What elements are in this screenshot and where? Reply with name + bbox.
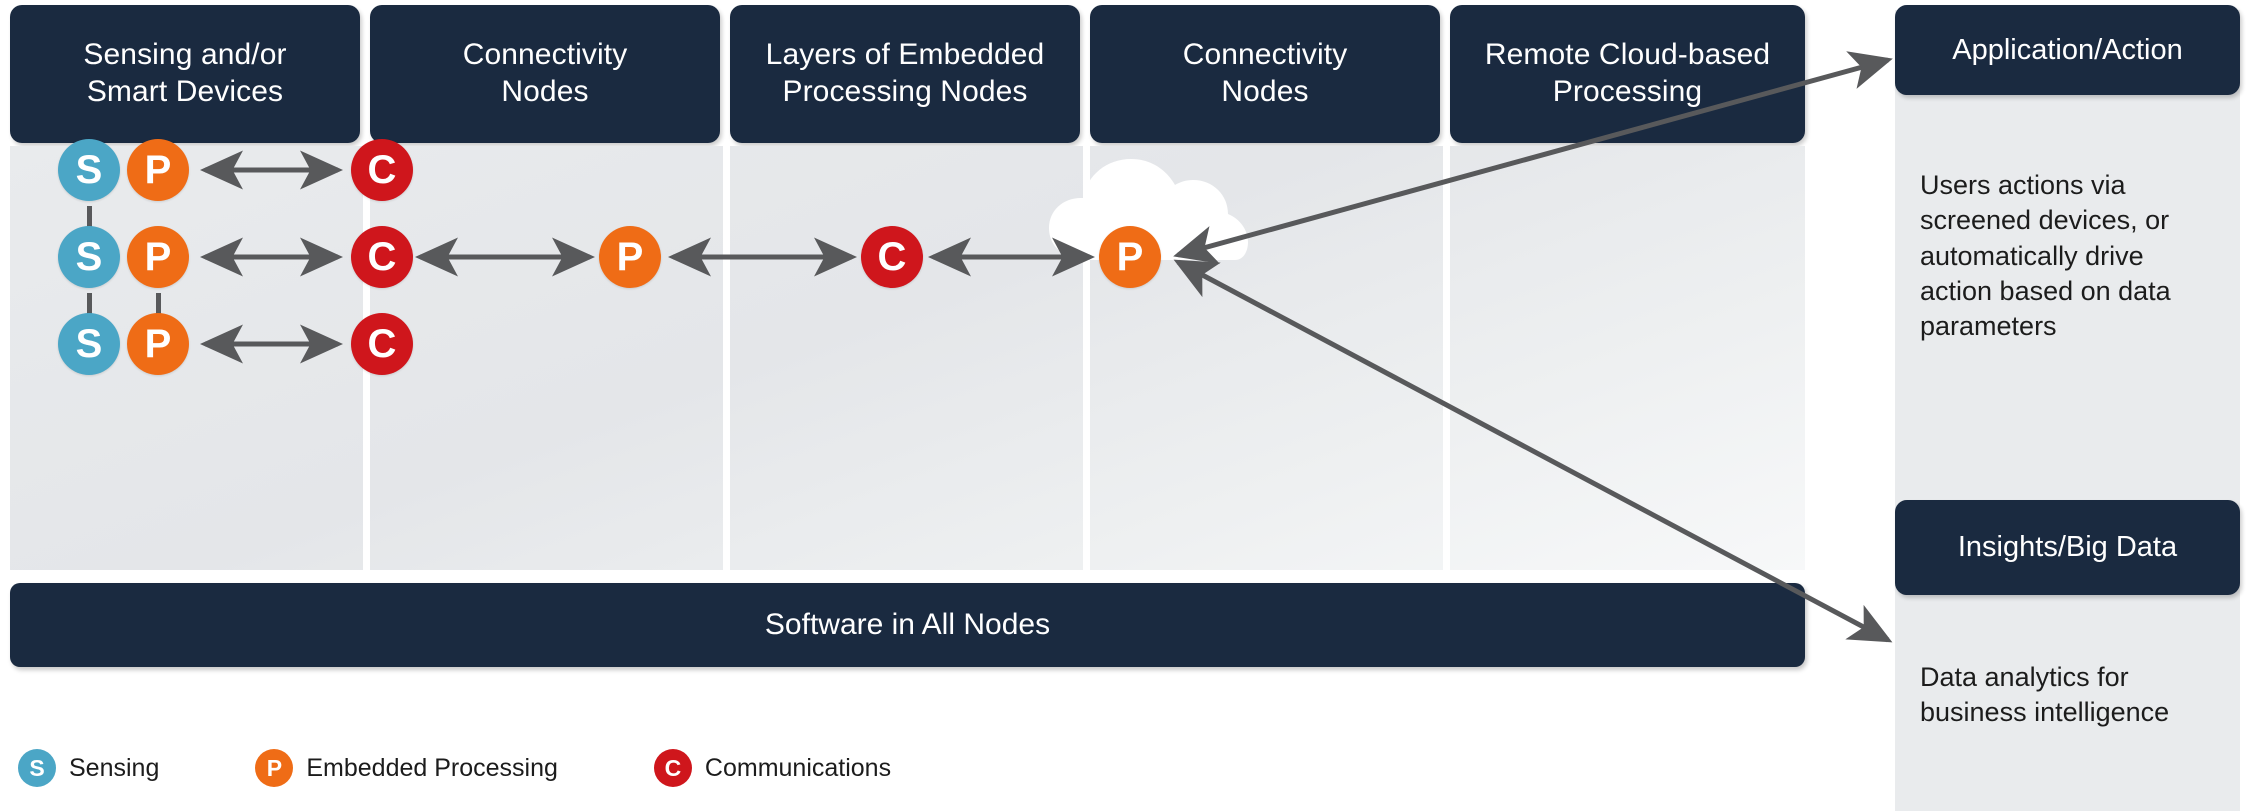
node-processing-3[interactable]: P [127,313,189,375]
column-header-connectivity-nodes-1: Connectivity Nodes [370,5,720,143]
column-header-embedded-processing-nodes: Layers of Embedded Processing Nodes [730,5,1080,143]
column-header-connectivity-nodes-2: Connectivity Nodes [1090,5,1440,143]
node-communications-1[interactable]: C [351,139,413,201]
application-action-title: Application/Action [1952,33,2183,66]
diagram-body-panel: S S S P P P C C C P C P [10,139,1805,570]
software-bar-label: Software in All Nodes [764,608,1051,641]
node-sensing-3[interactable]: S [58,313,120,375]
node-communications-2[interactable]: C [351,226,413,288]
node-processing-1[interactable]: P [127,139,189,201]
node-communications-4[interactable]: C [861,226,923,288]
column-header-line2: Nodes [501,75,589,108]
legend-item-embedded-processing: P Embedded Processing [255,749,558,787]
legend-label-communications: Communications [704,753,892,782]
column-divider-2 [723,146,730,570]
node-processing-2[interactable]: P [127,226,189,288]
node-communications-3[interactable]: C [351,313,413,375]
legend: S Sensing P Embedded Processing C Commun… [18,740,957,796]
column-header-line1: Connectivity [1182,38,1348,72]
embedded-processing-icon: P [255,749,294,787]
legend-label-sensing: Sensing [69,753,160,782]
node-embedded-processing[interactable]: P [599,226,661,288]
sensing-icon: S [18,749,56,787]
column-divider-4 [1443,146,1450,570]
legend-item-communications: C Communications [653,749,892,787]
node-sensing-2[interactable]: S [58,226,120,288]
node-sensing-1[interactable]: S [58,139,120,201]
column-header-line2: Processing Nodes [782,75,1028,108]
column-header-line2: Nodes [1221,75,1309,108]
insights-big-data-description: Data analytics for business intelligence [1920,662,2170,728]
application-action-header: Application/Action [1895,5,2240,95]
column-header-line1: Remote Cloud-based [1484,38,1771,72]
column-header-sensing-smart-devices: Sensing and/or Smart Devices [10,5,360,143]
legend-item-sensing: S Sensing [18,749,159,787]
node-cloud-processing[interactable]: P [1099,226,1161,288]
insights-big-data-title: Insights/Big Data [1957,531,2178,563]
insights-big-data-header: Insights/Big Data [1895,500,2240,595]
column-header-line2: Smart Devices [86,75,284,108]
column-header-line1: Sensing and/or [83,38,287,72]
software-in-all-nodes-bar: Software in All Nodes [10,583,1805,667]
legend-label-embedded-processing: Embedded Processing [306,753,558,782]
communications-icon: C [653,749,692,787]
column-header-line1: Layers of Embedded [765,38,1045,72]
column-header-remote-cloud-processing: Remote Cloud-based Processing [1450,5,1805,143]
column-header-line1: Connectivity [462,38,628,72]
column-header-line2: Processing [1552,75,1703,108]
application-action-description: Users actions via screened devices, or a… [1920,170,2171,342]
column-divider-3 [1083,146,1090,570]
